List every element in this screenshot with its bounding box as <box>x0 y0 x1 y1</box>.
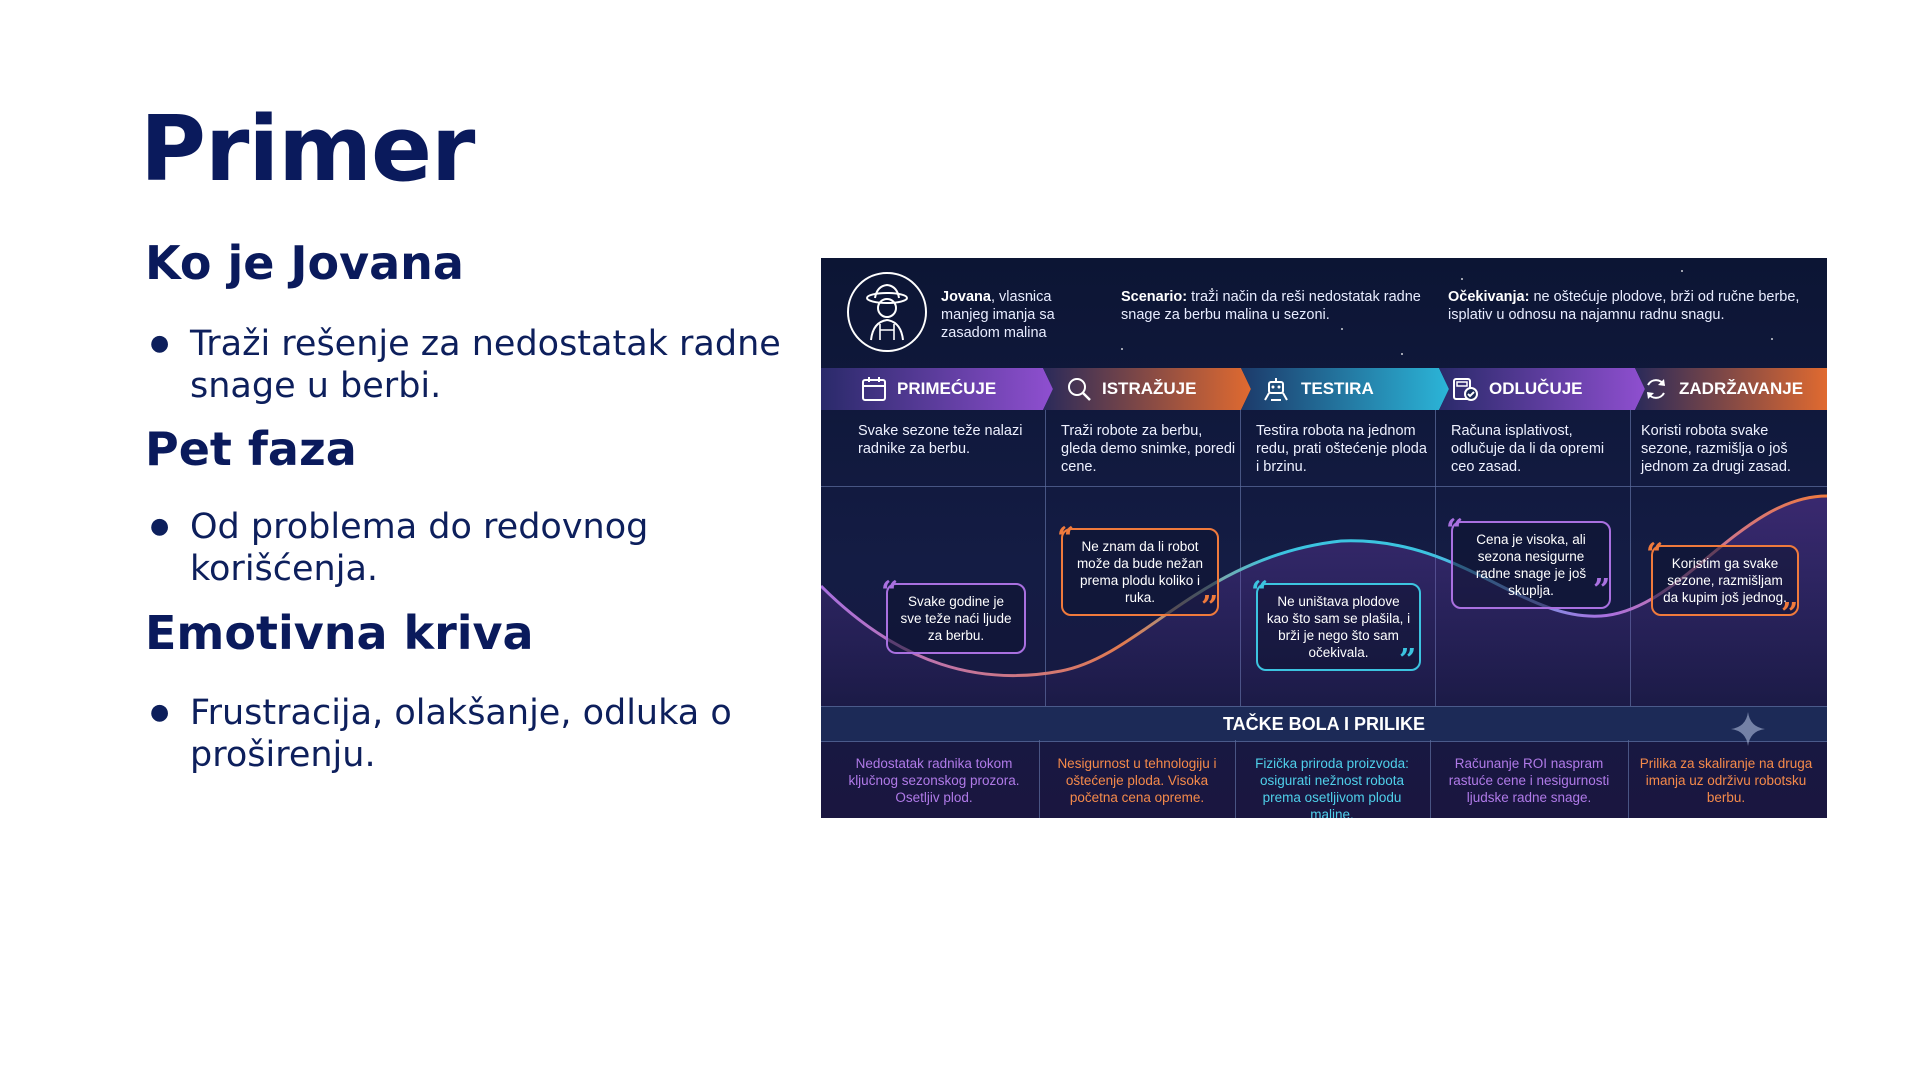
quote-open-icon: “ <box>1057 521 1075 556</box>
star-decoration <box>1121 348 1123 350</box>
quote-open-icon: “ <box>881 575 899 610</box>
phase-description: Koristi robota svake sezone, razmišlja o… <box>1641 423 1791 475</box>
section-heading-curve: Emotivna kriva <box>145 606 534 660</box>
phase-description: Testira robota na jednom redu, prati ošt… <box>1256 423 1427 475</box>
quote-bubble: Cena je visoka, ali sezona nesigurne rad… <box>1451 521 1611 609</box>
phase-description: Računa isplativost, odlučuje da li da op… <box>1451 423 1605 475</box>
quote-bubble: Koristim ga svake sezone, razmišljam da … <box>1651 545 1799 616</box>
expectations-text: Očekivanja: ne oštećuje plodove, brži od… <box>1448 289 1800 323</box>
section-heading-phases: Pet faza <box>145 422 357 476</box>
star-decoration <box>1211 288 1213 290</box>
pain-point: Računanje ROI naspram rastuće cene i nes… <box>1448 756 1610 805</box>
phase-istrazuje: ISTRAŽUJE <box>1066 368 1196 410</box>
star-decoration <box>1031 298 1033 300</box>
phase-zadrzavanje: ZADRŽAVANJE <box>1643 368 1803 410</box>
slide-title: Primer <box>140 97 475 202</box>
star-decoration <box>1771 338 1773 340</box>
quote-bubble: Ne uništava plodove kao što sam se plaši… <box>1256 583 1421 671</box>
quote-bubble: Ne znam da li robot može da bude nežan p… <box>1061 528 1219 616</box>
pain-point: Fizička priroda proizvoda: osigurati než… <box>1255 756 1409 818</box>
quote-bubble: Svake godine je sve teže naći ljude za b… <box>886 583 1026 654</box>
quote-close-icon: ” <box>1399 643 1417 678</box>
pain-point: Nedostatak radnika tokom ključnog sezons… <box>848 756 1020 805</box>
quote-close-icon: ” <box>1781 597 1799 632</box>
grid-line <box>1240 410 1241 706</box>
phase-description: Svake sezone teže nalazi radnike za berb… <box>858 423 1023 457</box>
bullet-phases: Od problema do redovnog korišćenja. <box>150 506 810 590</box>
star-decoration <box>1461 278 1463 280</box>
grid-line <box>1235 740 1236 818</box>
star-decoration <box>1401 353 1403 355</box>
grid-line <box>1039 740 1040 818</box>
quote-open-icon: “ <box>1251 575 1269 610</box>
refresh-icon <box>1647 379 1665 399</box>
phase-primecuje: PRIMEĆUJE <box>861 368 996 410</box>
persona-description: Jovana, vlasnica manjeg imanja sa zasado… <box>941 289 1055 341</box>
farmer-avatar-icon <box>847 272 927 352</box>
pain-point: Nesigurnost u tehnologiju i oštećenje pl… <box>1057 756 1217 805</box>
search-icon <box>1068 378 1091 401</box>
phase-description: Traži robote za berbu, gleda demo snimke… <box>1061 423 1236 475</box>
phase-odlucuje: ODLUČUJE <box>1451 368 1583 410</box>
pain-point: Prilika za skaliranje na druga imanja uz… <box>1639 756 1813 805</box>
phase-arrow-bar <box>821 368 1827 410</box>
star-decoration <box>1681 270 1683 272</box>
star-decoration <box>1581 318 1583 320</box>
scenario-text: Scenario: traži način da reši nedostatak… <box>1121 289 1421 323</box>
grid-line <box>1045 410 1046 706</box>
phase-testira: TESTIRA <box>1261 368 1374 410</box>
grid-line <box>821 486 1827 487</box>
calendar-icon <box>862 377 886 401</box>
journey-map-infographic: Jovana, vlasnica manjeg imanja sa zasado… <box>821 258 1827 818</box>
quote-close-icon: ” <box>1201 590 1219 625</box>
section-heading-who: Ko je Jovana <box>145 236 464 290</box>
bullet-who: Traži rešenje za nedostatak radne snage … <box>150 323 810 407</box>
calculator-icon <box>1453 378 1478 401</box>
quote-open-icon: “ <box>1446 513 1464 548</box>
pain-points-title: TAČKE BOLA I PRILIKE <box>821 706 1827 742</box>
grid-line <box>1628 740 1629 818</box>
grid-line <box>1430 740 1431 818</box>
quote-close-icon: ” <box>1593 573 1611 608</box>
sparkle-icon <box>1731 712 1765 746</box>
quote-open-icon: “ <box>1646 537 1664 572</box>
grid-line <box>1630 410 1631 706</box>
robot-icon <box>1264 378 1288 401</box>
star-decoration <box>1341 328 1343 330</box>
bullet-curve: Frustracija, olakšanje, odluka o prošire… <box>150 692 810 776</box>
